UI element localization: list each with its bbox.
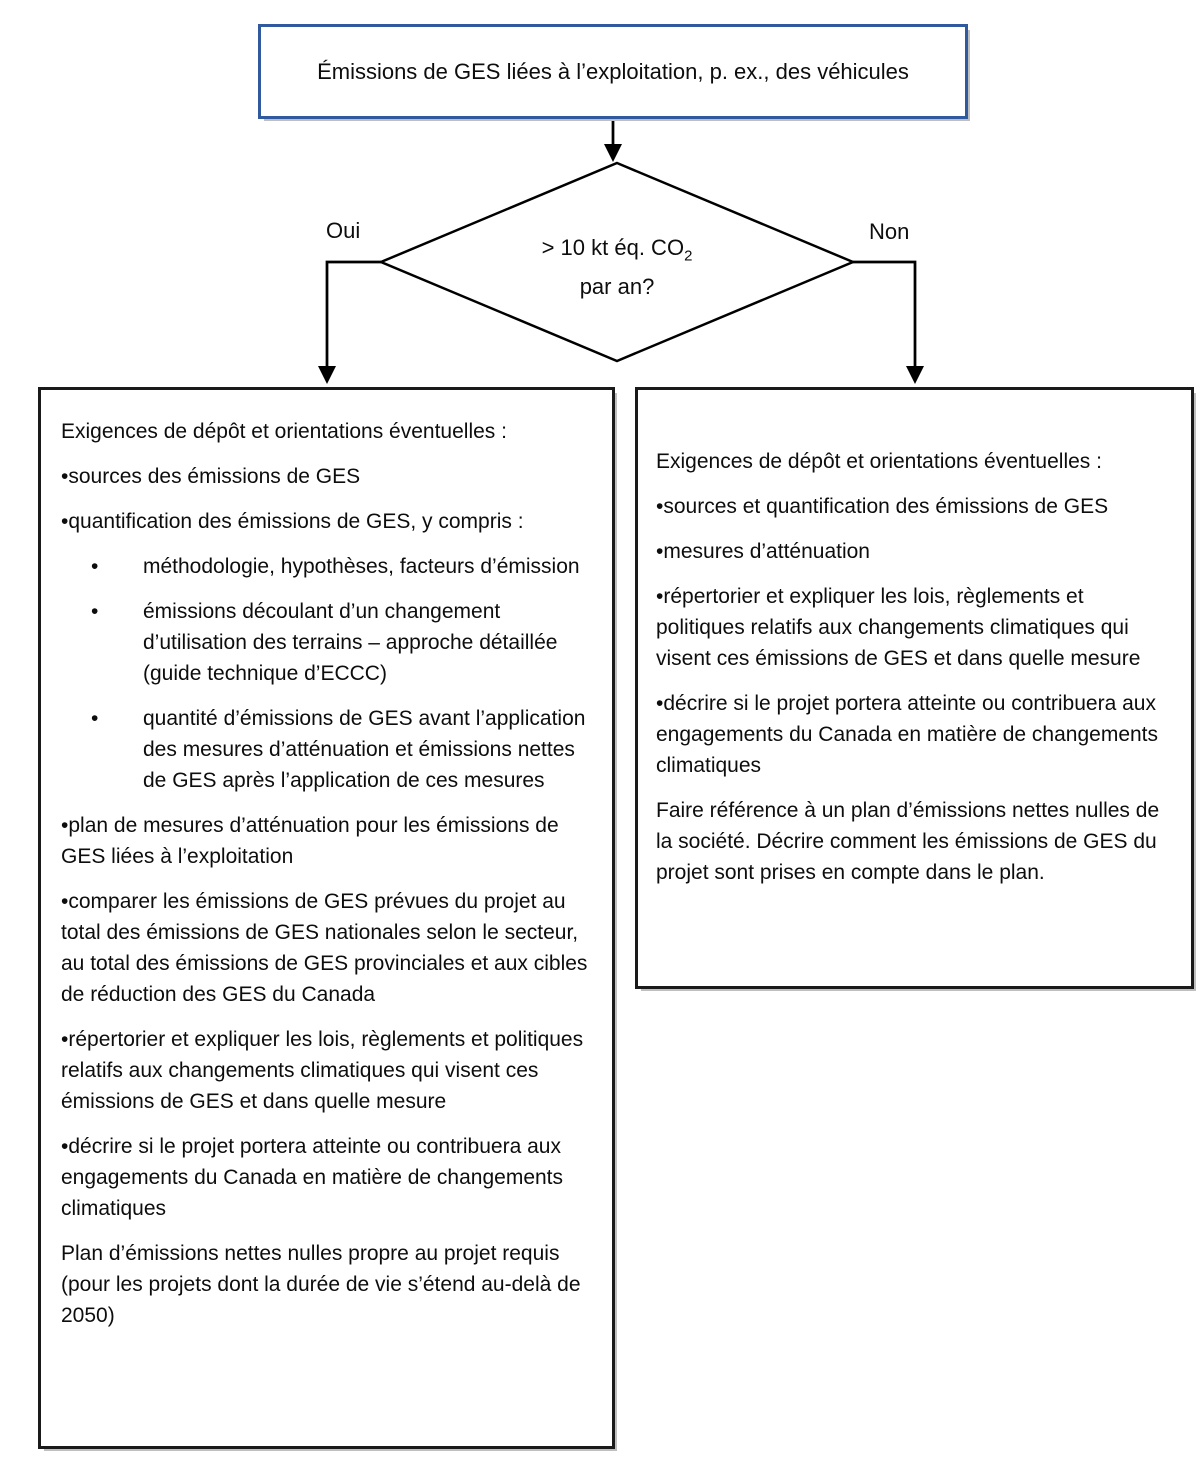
connector-no	[853, 260, 917, 367]
requirement-item: •décrire si le projet portera atteinte o…	[656, 692, 1159, 777]
requirements-heading: Exigences de dépôt et orientations évent…	[61, 420, 507, 443]
connector-yes	[325, 260, 381, 367]
requirement-sub-item: • émissions découlant d’un changement d’…	[61, 596, 594, 689]
start-box-label: Émissions de GES liées à l’exploitation,…	[317, 58, 909, 84]
arrowhead-down-icon	[604, 144, 622, 162]
requirement-item: •quantification des émissions de GES, y …	[61, 510, 524, 533]
branch-label-yes: Oui	[326, 218, 361, 243]
requirement-item: •comparer les émissions de GES prévues d…	[61, 890, 588, 1006]
bullet-icon: •	[91, 555, 99, 578]
arrowhead-down-icon	[318, 366, 336, 384]
requirement-item: •sources des émissions de GES	[61, 465, 361, 488]
requirement-item: •répertorier et expliquer les lois, règl…	[656, 585, 1141, 670]
branch-label-no: Non	[869, 219, 910, 244]
bullet-icon: •	[91, 707, 99, 730]
requirement-item: •mesures d’atténuation	[656, 540, 870, 563]
start-box: Émissions de GES liées à l’exploitation,…	[258, 24, 968, 119]
requirement-sub-item: • quantité d’émissions de GES avant l’ap…	[61, 703, 594, 796]
requirements-heading: Exigences de dépôt et orientations évent…	[656, 450, 1102, 473]
requirement-sub-item: • méthodologie, hypothèses, facteurs d’é…	[61, 551, 594, 582]
requirements-box-yes: Exigences de dépôt et orientations évent…	[38, 387, 615, 1449]
decision-line1: > 10 kt éq. CO2	[541, 235, 693, 265]
bullet-icon: •	[91, 600, 99, 623]
decision-line2: par an?	[579, 274, 655, 300]
requirement-item: •répertorier et expliquer les lois, règl…	[61, 1028, 584, 1113]
arrowhead-down-icon	[906, 366, 924, 384]
decision-label: > 10 kt éq. CO2 par an?	[467, 232, 767, 302]
co2-subscript: 2	[684, 247, 693, 265]
requirement-note: Plan d’émissions nettes nulles propre au…	[61, 1242, 581, 1327]
requirement-item: •sources et quantification des émissions…	[656, 495, 1109, 518]
requirement-item: •décrire si le projet portera atteinte o…	[61, 1135, 564, 1220]
requirements-box-no: Exigences de dépôt et orientations évent…	[635, 387, 1194, 989]
requirement-item: •plan de mesures d’atténuation pour les …	[61, 814, 559, 868]
requirement-note: Faire référence à un plan d’émissions ne…	[656, 799, 1160, 884]
